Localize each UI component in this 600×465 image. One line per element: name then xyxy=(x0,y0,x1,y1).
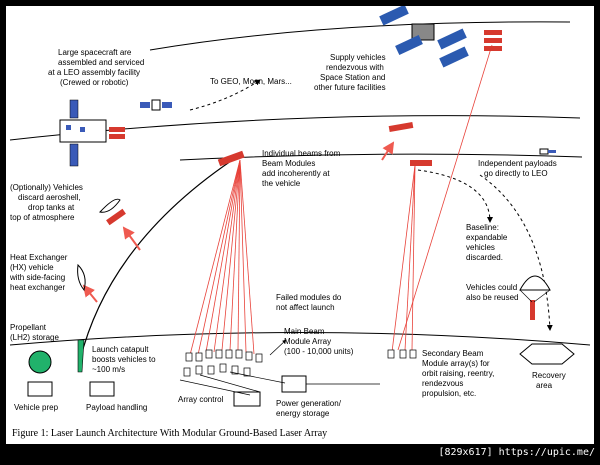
orbit-top xyxy=(149,21,571,51)
array-control-box xyxy=(233,391,261,407)
vehicle-4 xyxy=(410,160,432,166)
label-vehicle-prep: Vehicle prep xyxy=(14,403,59,412)
watermark-footer: [829x617] https://upic.me/ xyxy=(438,447,595,458)
label-array-control: Array control xyxy=(178,395,224,404)
parachute xyxy=(519,275,551,291)
leo-facility xyxy=(59,99,107,167)
hx-vehicle xyxy=(77,263,86,292)
vehicles xyxy=(106,30,535,320)
label-propellant: Propellant(LH2) storage xyxy=(10,323,59,342)
label-power: Power generation/energy storage xyxy=(276,399,342,418)
propellant-tank xyxy=(28,350,52,374)
laser-beams xyxy=(189,44,493,356)
reused-vehicle xyxy=(530,300,535,320)
thrust-arrows xyxy=(82,141,395,303)
figure-caption: Figure 1: Laser Launch Architecture With… xyxy=(12,428,327,439)
baseline-dashed xyxy=(417,169,493,223)
trajectory xyxy=(79,154,241,361)
payload-box xyxy=(89,381,115,397)
space-station xyxy=(379,6,469,68)
vehicle-prep-box xyxy=(27,381,53,397)
label-payload: Payload handling xyxy=(86,403,147,412)
main-beam-array xyxy=(183,349,417,377)
label-to-geo: To GEO, Moon, Mars... xyxy=(210,77,292,86)
geo-dashed xyxy=(189,79,261,111)
recovery-dashed xyxy=(479,174,553,331)
catapult xyxy=(77,339,85,373)
vehicle-2 xyxy=(217,150,245,167)
aeroshell xyxy=(99,198,121,213)
ground-line xyxy=(9,332,591,346)
vehicle-1 xyxy=(106,208,126,226)
power-box xyxy=(281,375,307,393)
array-cables xyxy=(179,339,380,396)
vehicle-3 xyxy=(388,121,414,133)
small-payload xyxy=(539,148,556,155)
recovery-area xyxy=(519,343,575,365)
satellite-small xyxy=(140,99,172,111)
